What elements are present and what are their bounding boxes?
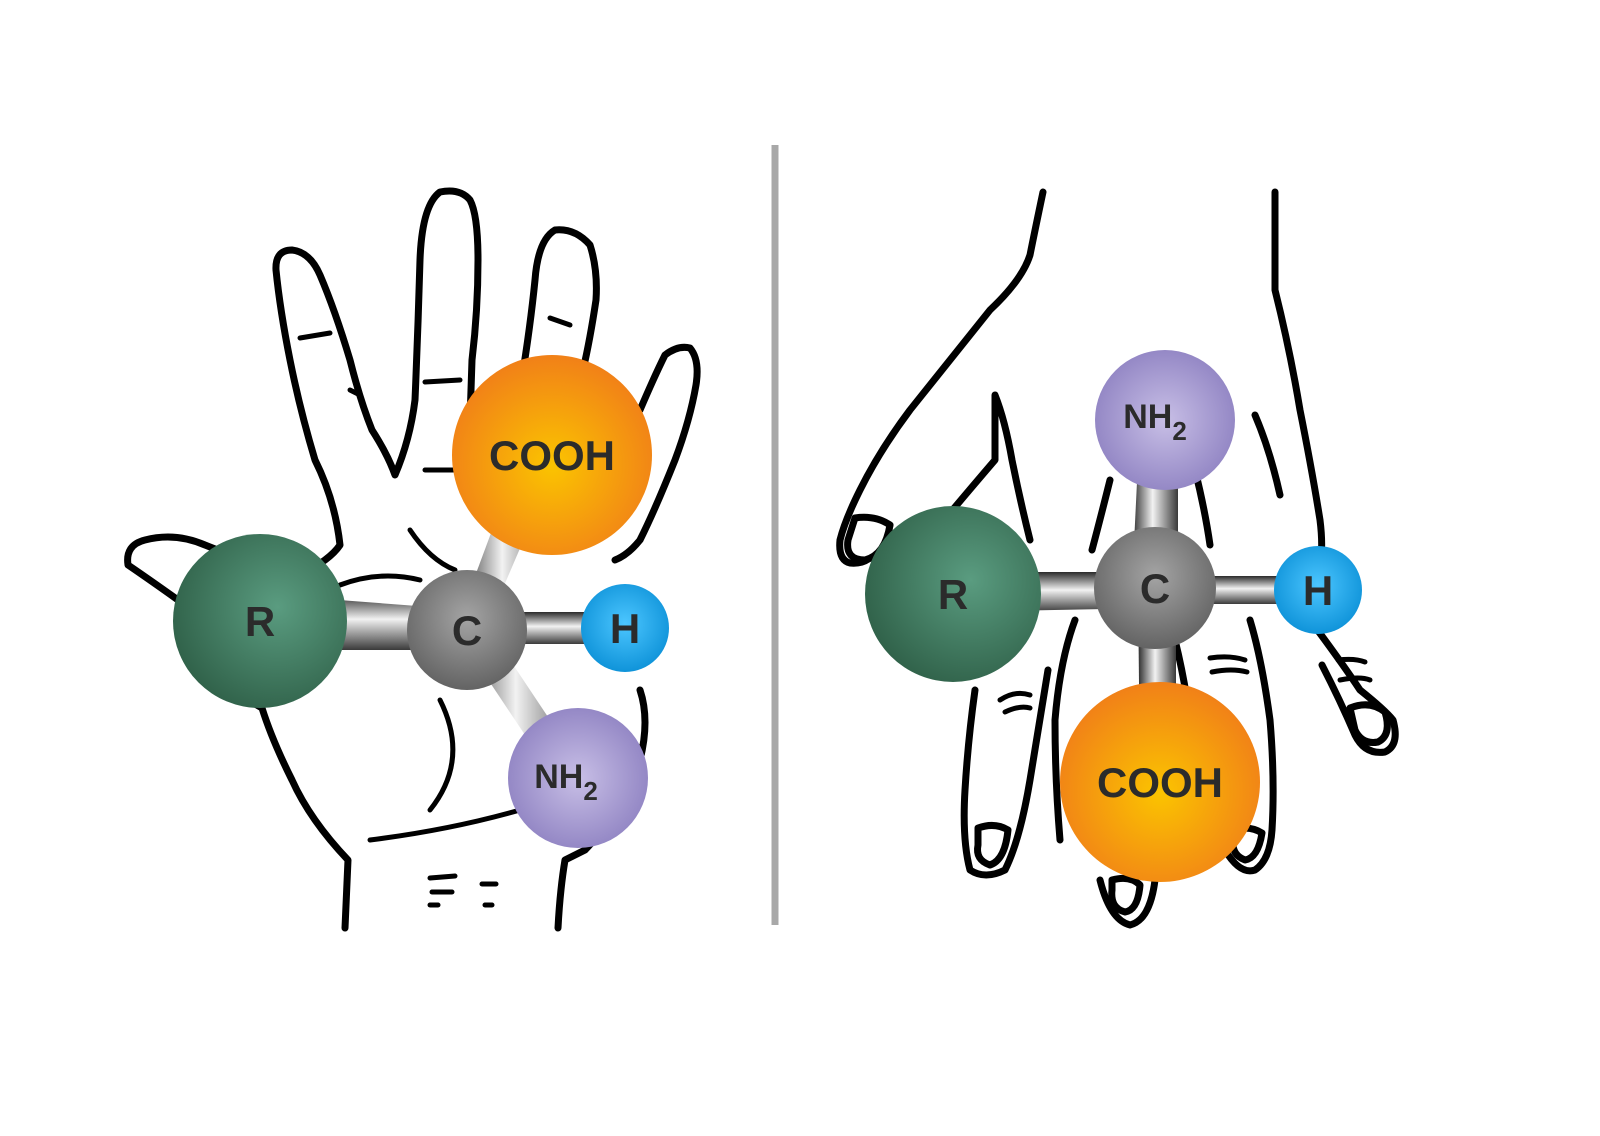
amine-label-sub-right: 2 (1172, 416, 1186, 446)
cooh-label-right: COOH (1097, 759, 1223, 806)
amine-label: NH2 (534, 758, 598, 806)
right-molecule: R NH2 C H COOH (865, 350, 1362, 882)
amine-atom-right: NH2 (1095, 350, 1235, 490)
left-molecule: R COOH C H NH2 (173, 355, 669, 848)
amine-atom: NH2 (508, 708, 648, 848)
right-hand-icon (836, 188, 1399, 929)
cooh-label: COOH (489, 432, 615, 479)
amine-label-right: NH2 (1123, 398, 1187, 446)
r-group-label-right: R (938, 571, 968, 618)
carbon-atom: C (407, 570, 527, 690)
amine-label-main: NH (534, 758, 583, 796)
cooh-atom-right: COOH (1060, 682, 1260, 882)
amine-label-sub: 2 (583, 776, 597, 806)
r-group-atom-right: R (865, 506, 1041, 682)
hydrogen-atom-right: H (1274, 546, 1362, 634)
carbon-label-right: C (1140, 565, 1170, 612)
amine-label-main-right: NH (1123, 398, 1172, 436)
left-hand-icon (124, 187, 701, 932)
carbon-atom-right: C (1094, 527, 1216, 649)
hydrogen-label-right: H (1303, 567, 1333, 614)
hydrogen-atom: H (581, 584, 669, 672)
r-group-label: R (245, 598, 275, 645)
cooh-atom: COOH (452, 355, 652, 555)
r-group-atom: R (173, 534, 347, 708)
hydrogen-label: H (610, 605, 640, 652)
carbon-label: C (452, 607, 482, 654)
